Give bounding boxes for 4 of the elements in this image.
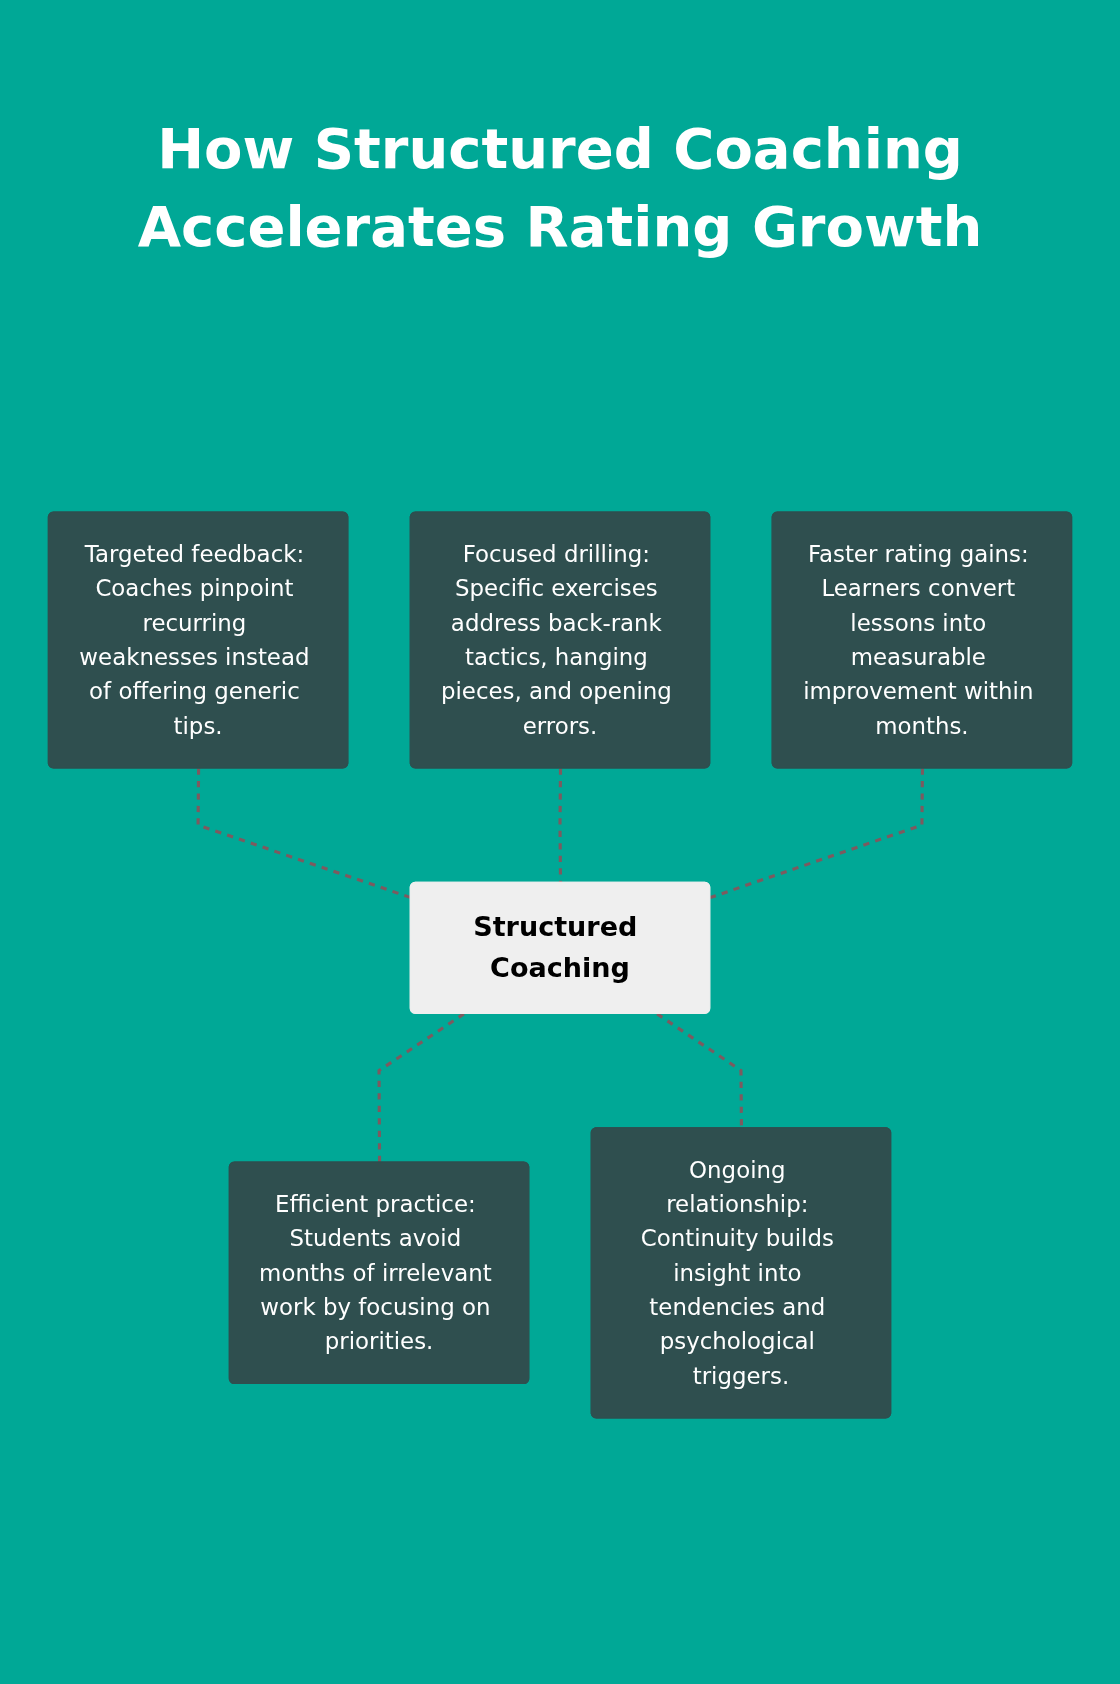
connector bbox=[709, 768, 924, 900]
connector bbox=[377, 1012, 465, 1163]
title: How Structured Coaching Accelerates Rating Growth bbox=[136, 115, 984, 262]
connector bbox=[558, 768, 563, 883]
